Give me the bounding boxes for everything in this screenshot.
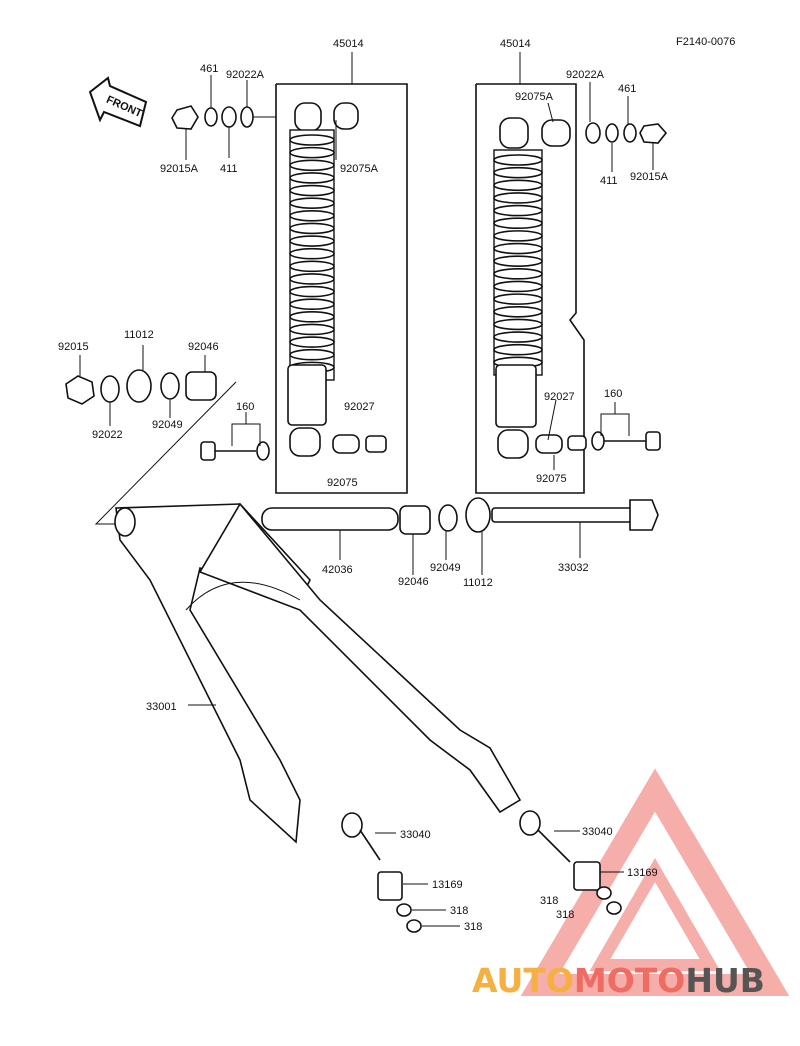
label-45014-left: 45014 [333, 38, 364, 50]
label-411-left: 411 [220, 163, 238, 175]
label-92046-top: 92046 [188, 341, 219, 353]
spring-coil [289, 348, 335, 361]
label-33001: 33001 [146, 701, 177, 713]
label-160-right: 160 [604, 388, 622, 400]
spring-coil [289, 323, 335, 336]
label-33032: 33032 [558, 562, 589, 574]
spring-coil [493, 242, 543, 255]
spring-coil [493, 280, 543, 293]
label-92049-bottom: 92049 [430, 562, 461, 574]
watermark-text: AUTOMOTOHUB [472, 961, 765, 1000]
label-318-b: 318 [464, 921, 482, 933]
spring-coil [493, 217, 543, 230]
diagram-code: F2140-0076 [676, 36, 735, 48]
spring-coil [289, 247, 335, 260]
spring-coil [289, 172, 335, 184]
pivot-shaft-parts [261, 497, 659, 575]
spring-coil [493, 305, 543, 318]
spring-coil [289, 184, 335, 197]
spring-coil [289, 285, 335, 298]
spring-coil [493, 166, 543, 179]
label-92049-left: 92049 [152, 419, 183, 431]
spring-coil [289, 260, 335, 273]
label-461-right: 461 [618, 83, 636, 95]
label-92075-left: 92075 [327, 477, 358, 489]
right-shock-spring [493, 149, 543, 376]
label-92046-bottom: 92046 [398, 576, 429, 588]
spring-coil [289, 146, 335, 159]
spring-coil [493, 179, 543, 192]
label-92027-left: 92027 [344, 401, 375, 413]
spring-coil [289, 222, 335, 235]
spring-coil [493, 293, 543, 305]
label-33040-left: 33040 [400, 829, 431, 841]
spring-coil [493, 255, 543, 267]
spring-coil [289, 336, 335, 348]
left-shock-assembly [171, 52, 408, 494]
label-92022: 92022 [92, 429, 123, 441]
chain-adjuster-right [519, 810, 624, 915]
spring-coil [493, 318, 543, 331]
watermark-part1: AUTO [472, 961, 574, 1000]
label-92075A-right: 92075A [515, 91, 554, 103]
chain-adjuster-left [341, 812, 460, 933]
spring-coil [289, 159, 335, 172]
label-92015: 92015 [58, 341, 89, 353]
spring-coil [493, 268, 543, 280]
spring-coil [289, 311, 335, 323]
spring-coil [289, 298, 335, 311]
label-92027-right: 92027 [544, 391, 575, 403]
label-92015A-left: 92015A [160, 163, 199, 175]
label-318-c: 318 [540, 895, 558, 907]
label-92022A-right: 92022A [566, 69, 605, 81]
left-shock-spring [289, 129, 335, 381]
spring-coil [493, 230, 543, 242]
pivot-parts-upper-left [65, 345, 237, 525]
label-92015A-right: 92015A [630, 171, 669, 183]
label-11012-bottom: 11012 [463, 577, 493, 589]
label-92075A-left: 92075A [340, 163, 379, 175]
spring-coil [289, 209, 335, 222]
spring-coil [493, 204, 543, 217]
label-92022A-left: 92022A [226, 69, 265, 81]
label-160-left: 160 [236, 401, 254, 413]
spring-coil [493, 331, 543, 343]
spring-coil [289, 273, 335, 285]
spring-coil [289, 134, 335, 146]
watermark-part3: HUB [685, 961, 765, 1000]
label-13169-right: 13169 [627, 867, 658, 879]
watermark-part2: MOTO [574, 961, 685, 1000]
label-42036: 42036 [322, 564, 353, 576]
label-13169-left: 13169 [432, 879, 463, 891]
label-11012-top: 11012 [124, 329, 154, 341]
label-33040-right: 33040 [582, 826, 613, 838]
spring-coil [289, 197, 335, 209]
front-arrow-icon: FRONT [88, 76, 148, 128]
spring-coil [493, 154, 543, 166]
right-shock-assembly [475, 52, 668, 494]
label-45014-right: 45014 [500, 38, 531, 50]
spring-coil [289, 235, 335, 247]
label-318-a: 318 [450, 905, 468, 917]
spring-coil [493, 343, 543, 356]
label-92075-right: 92075 [536, 473, 567, 485]
swing-arm [114, 502, 522, 844]
label-411-right: 411 [600, 175, 618, 187]
spring-coil [493, 192, 543, 204]
label-461-left: 461 [200, 63, 218, 75]
label-318-d: 318 [556, 909, 574, 921]
